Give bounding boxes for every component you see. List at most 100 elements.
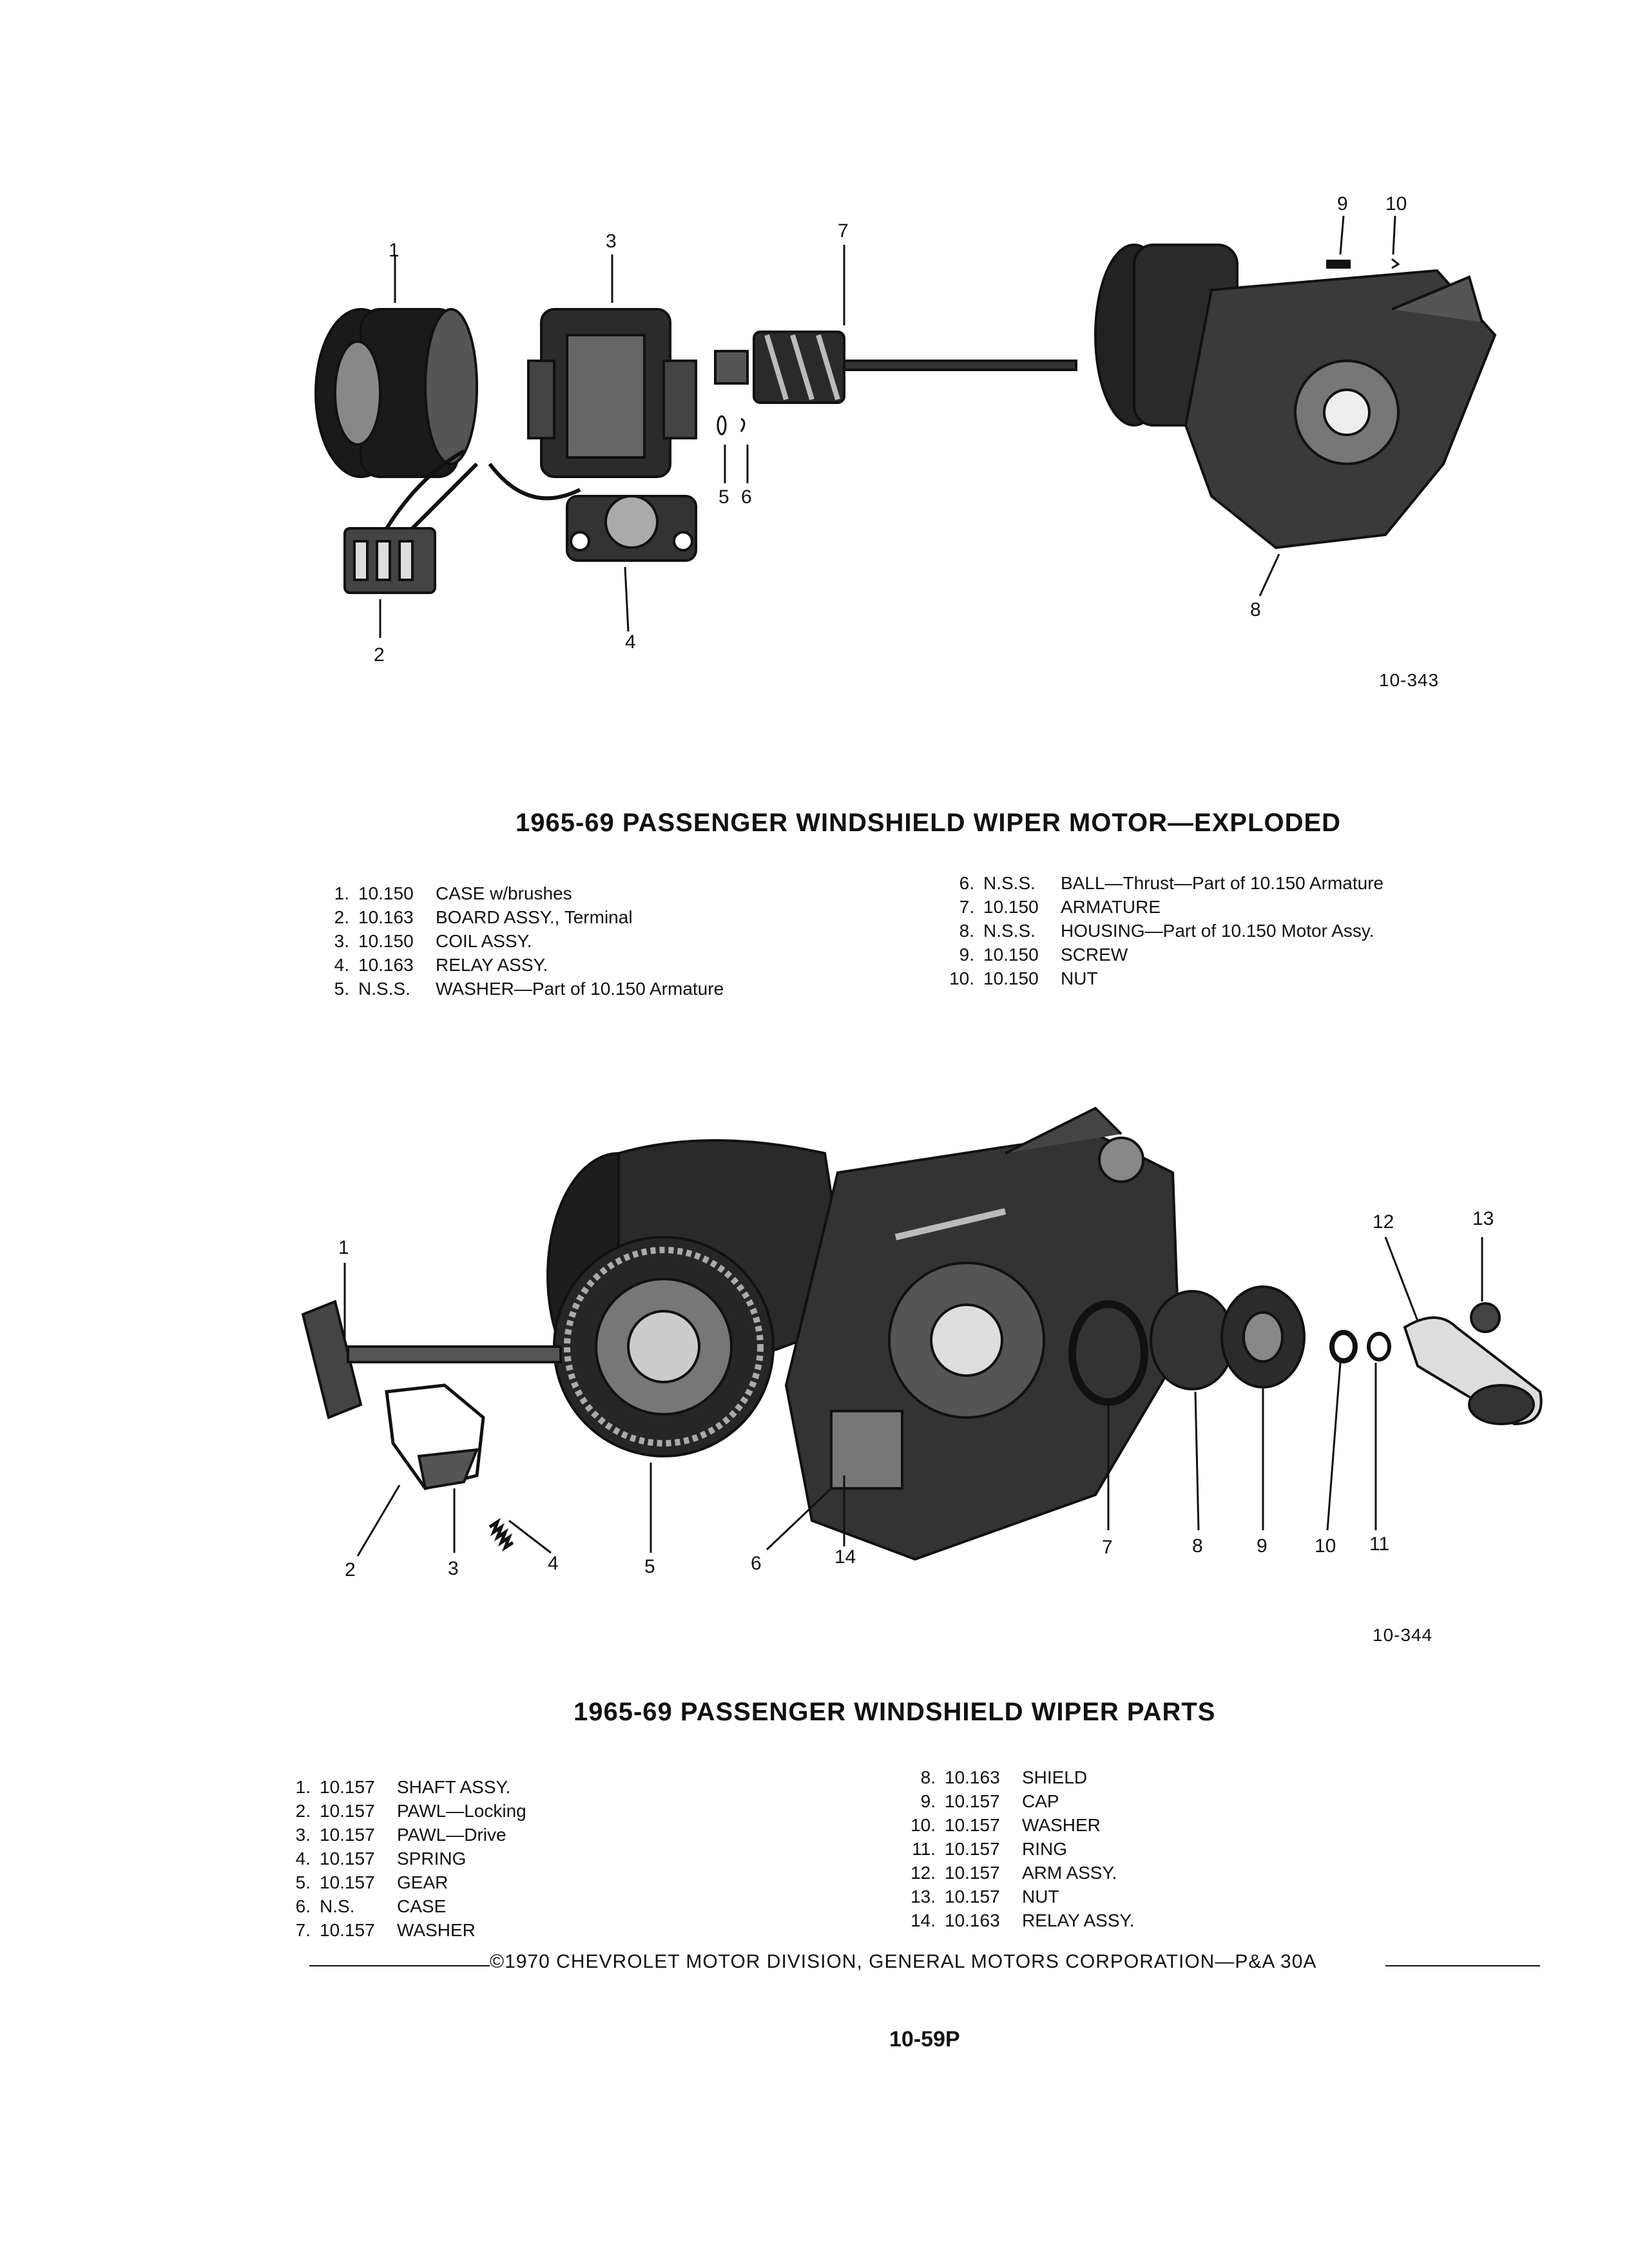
legend-code: 10.150	[983, 945, 1039, 965]
legend-code: 10.157	[320, 1825, 375, 1845]
callout-10: 10	[1315, 1535, 1336, 1557]
legend-number: 13.	[911, 1887, 936, 1907]
page-number: 10-59P	[889, 2027, 960, 2052]
washer-drawing	[717, 415, 727, 436]
figure-reference: 10-344	[1373, 1625, 1433, 1645]
parts-legend-right: 6.N.S.S.BALL—Thrust—Part of 10.150 Armat…	[941, 871, 1383, 990]
legend-description: NUT	[1022, 1887, 1059, 1907]
legend-number: 3.	[334, 931, 349, 951]
legend-row: 11. 10.157 RING	[902, 1837, 1134, 1861]
legend-code: 10.157	[320, 1872, 375, 1892]
legend-description: SCREW	[1061, 945, 1128, 965]
callout-8: 8	[1192, 1535, 1203, 1557]
callout-3: 3	[448, 1558, 459, 1579]
legend-description: SHIELD	[1022, 1767, 1088, 1787]
legend-description: CASE	[397, 1896, 447, 1916]
legend-code: N.S.S.	[358, 979, 410, 999]
legend-description: WASHER—Part of 10.150 Armature	[436, 979, 724, 999]
legend-number: 7.	[959, 897, 974, 917]
callout-9: 9	[1257, 1535, 1268, 1557]
callout-6: 6	[751, 1553, 762, 1574]
callout-1: 1	[389, 240, 400, 261]
legend-number: 12.	[911, 1863, 936, 1883]
callout-1: 1	[338, 1237, 349, 1258]
figure-reference: 10-343	[1379, 670, 1440, 690]
legend-row: 6.N.S.CASE	[277, 1894, 526, 1918]
legend-code: 10.163	[358, 955, 414, 975]
legend-number: 8.	[959, 921, 974, 941]
legend-description: RING	[1022, 1839, 1067, 1859]
legend-code: N.S.S.	[983, 873, 1036, 893]
legend-code: 10.157	[945, 1815, 1000, 1835]
legend-number: 4.	[295, 1849, 311, 1869]
legend-number: 5.	[295, 1872, 311, 1892]
legend-number: 8.	[920, 1767, 936, 1787]
callout-12: 12	[1373, 1211, 1394, 1233]
legend-description: COIL ASSY.	[436, 931, 532, 951]
callout-5: 5	[644, 1556, 655, 1577]
legend-code: 10.150	[983, 897, 1039, 917]
legend-number: 6.	[295, 1896, 311, 1916]
legend-row: 12. 10.157 ARM ASSY.	[902, 1861, 1134, 1885]
callout-2: 2	[374, 644, 385, 666]
legend-number: 7.	[295, 1920, 311, 1940]
screw-drawing	[1326, 260, 1351, 269]
legend-description: BOARD ASSY., Terminal	[436, 907, 633, 927]
legend-number: 11.	[912, 1839, 936, 1859]
terminal-board-drawing	[343, 449, 479, 594]
legend-code: 10.150	[983, 968, 1039, 988]
legend-number: 10.	[911, 1815, 936, 1835]
legend-row: 10. 10.157 WASHER	[902, 1813, 1134, 1837]
ring-drawing	[1367, 1332, 1391, 1361]
legend-code: 10.157	[945, 1887, 1000, 1907]
legend-number: 1.	[334, 883, 349, 903]
legend-description: SHAFT ASSY.	[397, 1777, 511, 1797]
gear-drawing	[553, 1236, 775, 1457]
legend-row: 3. 10.150 COIL ASSY.	[316, 929, 724, 953]
legend-code: 10.157	[320, 1777, 375, 1797]
legend-code: N.S.S.	[983, 921, 1036, 941]
legend-description: BALL—Thrust—Part of 10.150 Armature	[1061, 873, 1384, 893]
legend-description: HOUSING—Part of 10.150 Motor Assy.	[1061, 921, 1374, 941]
legend-row: 13. 10.157 NUT	[902, 1885, 1134, 1908]
exploded-motor-illustration	[314, 215, 1497, 638]
locking-pawl-drawing	[385, 1383, 485, 1490]
legend-row: 8. N.S.S. HOUSING—Part of 10.150 Motor Ass…	[941, 919, 1383, 943]
callout-4: 4	[548, 1553, 559, 1574]
legend-code: 10.163	[945, 1767, 1000, 1787]
legend-code: 10.163	[945, 1910, 1000, 1930]
callout-3: 3	[606, 231, 617, 252]
legend-code: 10.157	[320, 1801, 375, 1821]
legend-description: GEAR	[397, 1872, 448, 1892]
legend-description: ARM ASSY.	[1022, 1863, 1117, 1883]
footer-rule-left	[309, 1965, 490, 1966]
legend-row: 4. 10.163 RELAY ASSY.	[316, 953, 724, 977]
nut-drawing	[1391, 258, 1400, 269]
legend-code: 10.150	[358, 931, 414, 951]
callout-5: 5	[718, 486, 729, 508]
drive-pawl-drawing	[417, 1448, 479, 1490]
figure-title: 1965-69 PASSENGER WINDSHIELD WIPER MOTOR…	[516, 809, 1342, 837]
legend-description: SPRING	[397, 1849, 467, 1869]
spring-drawing	[488, 1517, 514, 1552]
legend-number: 4.	[334, 955, 349, 975]
callout-14: 14	[834, 1546, 856, 1568]
legend-description: CASE w/brushes	[436, 883, 572, 903]
legend-number: 1.	[295, 1777, 311, 1797]
callout-7: 7	[1102, 1537, 1113, 1558]
legend-description: WASHER	[1022, 1815, 1101, 1835]
figure-title: 1965-69 PASSENGER WINDSHIELD WIPER PARTS	[574, 1698, 1216, 1726]
legend-code: 10.157	[945, 1863, 1000, 1883]
legend-description: RELAY ASSY.	[436, 955, 548, 975]
legend-code: 10.157	[945, 1839, 1000, 1859]
legend-description: ARMATURE	[1061, 897, 1161, 917]
legend-row: 8. 10.163 SHIELD	[902, 1765, 1134, 1789]
callout-9: 9	[1337, 193, 1348, 215]
legend-row: 5. 10.157 GEAR	[277, 1870, 526, 1894]
